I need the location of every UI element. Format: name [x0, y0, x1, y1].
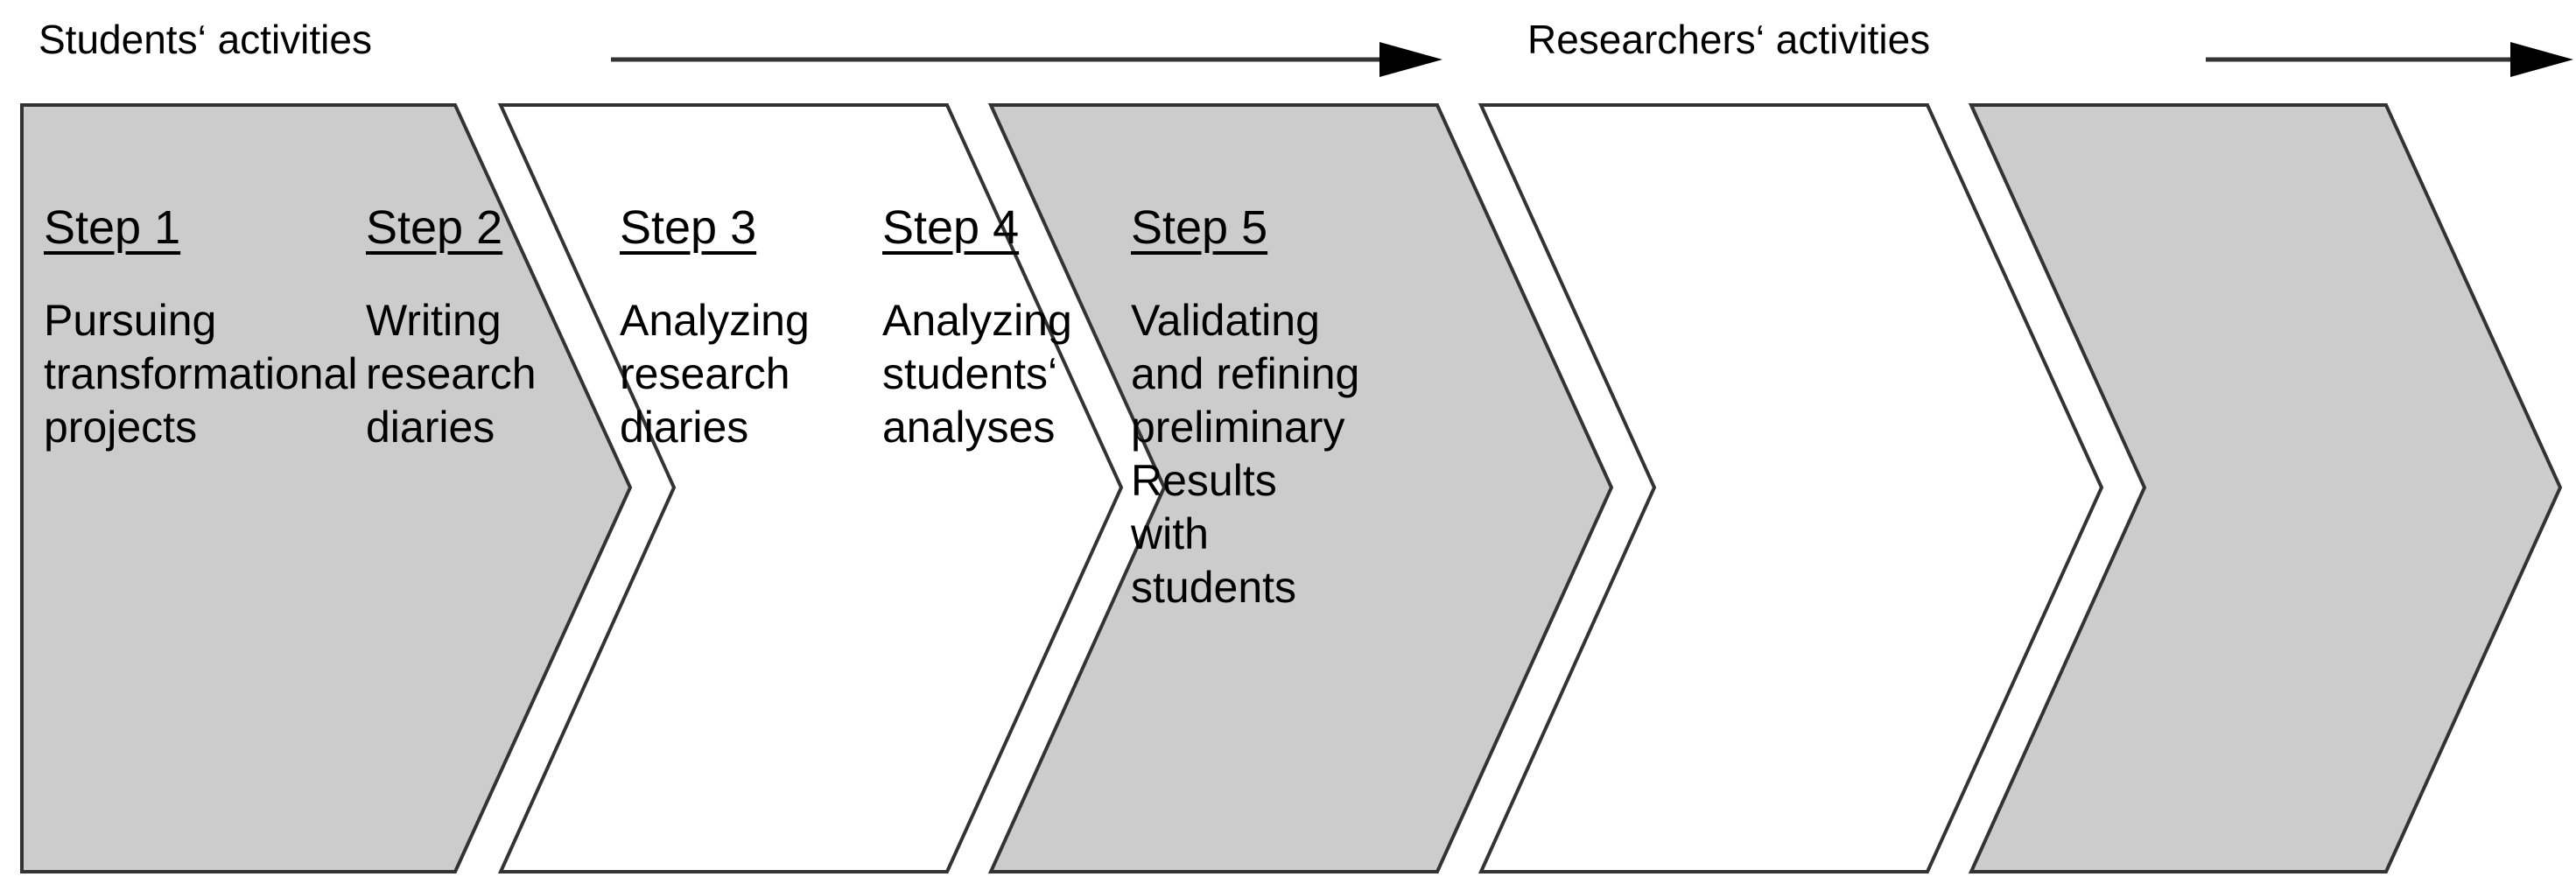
- arrow-right-icon-students: [611, 40, 1442, 79]
- step-content-2: Step 2 Writing research diaries: [366, 201, 655, 454]
- step-body-2: Writing research diaries: [366, 296, 537, 452]
- step-content-5: Step 5 Validating and refining prelimina…: [1131, 201, 1420, 614]
- step-title-1: Step 1: [44, 201, 181, 254]
- step-title-4: Step 4: [882, 201, 1020, 254]
- chevron-shapes: [20, 103, 2563, 873]
- step-title-5: Step 5: [1131, 201, 1268, 254]
- step-content-1: Step 1 Pursuing transformational project…: [44, 201, 358, 454]
- chevron-shape-step-4[interactable]: [1478, 103, 2104, 873]
- step-content-3: Step 3 Analyzing research diaries: [620, 201, 909, 454]
- step-content-4: Step 4 Analyzing students‘ analyses: [882, 201, 1171, 454]
- step-body-4: Analyzing students‘ analyses: [882, 296, 1072, 452]
- step-title-2: Step 2: [366, 201, 503, 254]
- step-body-1: Pursuing transformational projects: [44, 296, 358, 452]
- chevron-row: Step 1 Pursuing transformational project…: [0, 98, 2576, 891]
- phase-label-students: Students‘ activities: [39, 17, 372, 62]
- step-body-5: Validating and refining preliminary Resu…: [1131, 296, 1360, 612]
- phase-label-researchers: Researchers‘ activities: [1527, 17, 1931, 62]
- step-title-3: Step 3: [620, 201, 757, 254]
- step-body-3: Analyzing research diaries: [620, 296, 810, 452]
- chevron-shape-step-3[interactable]: [987, 103, 1614, 873]
- phase-header-band: Students‘ activities Researchers‘ activi…: [0, 0, 2576, 98]
- chevron-shape-step-2[interactable]: [497, 103, 1124, 873]
- arrow-right-icon-researchers: [2206, 40, 2573, 79]
- chevron-shape-step-5[interactable]: [1968, 103, 2563, 873]
- chevron-shape-step-1[interactable]: [20, 103, 633, 873]
